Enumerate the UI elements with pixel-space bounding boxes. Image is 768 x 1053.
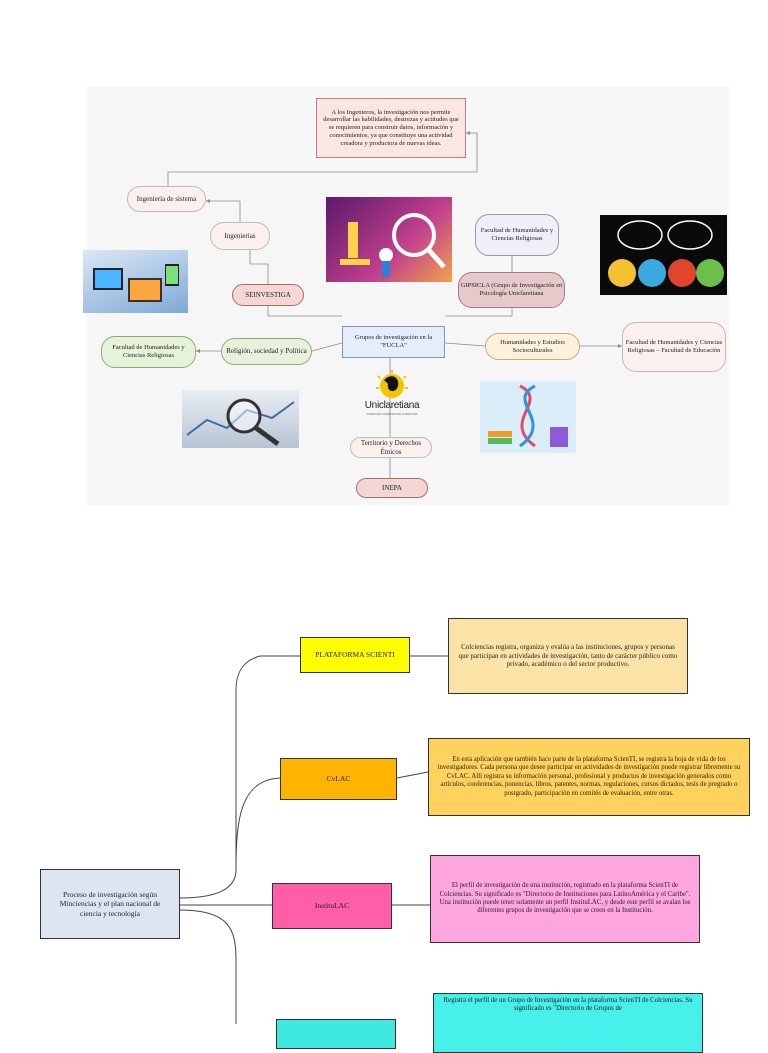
desc-cvlac: En esta aplicación que también hace part…	[428, 738, 750, 816]
science-illustration-image	[326, 197, 452, 282]
node-inepa: INEPA	[356, 478, 428, 498]
node-plataforma-scienti: PLATAFORMA SCIENTI	[300, 637, 410, 673]
sun-logo-icon	[376, 370, 408, 398]
node-seinvestiga: SEINVESTIGA	[232, 284, 304, 306]
node-institulac: InstituLAC	[272, 883, 392, 929]
node-facultad-humanidades-left: Facultad de Humanidades y Ciencias Relig…	[101, 336, 196, 368]
process-connectors	[179, 655, 448, 1024]
node-cvlac: CvLAC	[280, 758, 397, 800]
node-gipsicla: GIPSICLA (Grupo de Investigación en Psic…	[458, 272, 565, 308]
node-grupos-fucla: Grupos de investigación en la "FUCLA"	[342, 326, 445, 358]
desc-institulac: El perfil de investigación de una instit…	[430, 855, 700, 943]
dna-lab-image	[480, 381, 576, 453]
root-proceso-investigacion: Proceso de investigación según Mincienci…	[40, 869, 180, 939]
devices-cloud-image	[83, 250, 188, 313]
node-territorio: Territorio y Derechos Étnicos	[350, 437, 432, 458]
node-humanidades-estudios: Humanidades y Estudios Socioculturales	[485, 333, 580, 360]
node-facultad-educacion: Facultad de Humanidades y Ciencias Relig…	[622, 322, 726, 372]
people-heads-icon	[608, 220, 724, 287]
microscope-icon	[340, 213, 446, 277]
logo-subtext: FUNDACIÓN UNIVERSITARIA CLARETIANA	[366, 413, 418, 416]
node-facultad-humanidades-top: Facultad de Humanidades y Ciencias Relig…	[475, 214, 559, 256]
dna-icon	[488, 384, 568, 448]
magnifier-chart-image	[182, 390, 299, 448]
node-ingenierias: Ingenierías	[210, 222, 270, 250]
note-ingenieros: A los Ingenieros, la investigación nos p…	[316, 98, 466, 158]
magnifier-icon	[186, 398, 295, 447]
node-ingenieria-sistema: Ingeniería de sistema	[127, 186, 206, 212]
logo-text: Uniclaretiana	[364, 400, 420, 411]
devices-icon	[93, 264, 179, 302]
node-religion-sociedad: Religión, sociedad y Política	[221, 338, 312, 365]
uniclaretiana-logo: Uniclaretiana FUNDACIÓN UNIVERSITARIA CL…	[360, 368, 424, 420]
desc-grouplac: Registra el perfil de un Grupo de Invest…	[433, 993, 703, 1053]
heads-ideas-image	[600, 215, 727, 295]
desc-plataforma-scienti: Colciencias registra, organiza y evalúa …	[448, 618, 688, 694]
